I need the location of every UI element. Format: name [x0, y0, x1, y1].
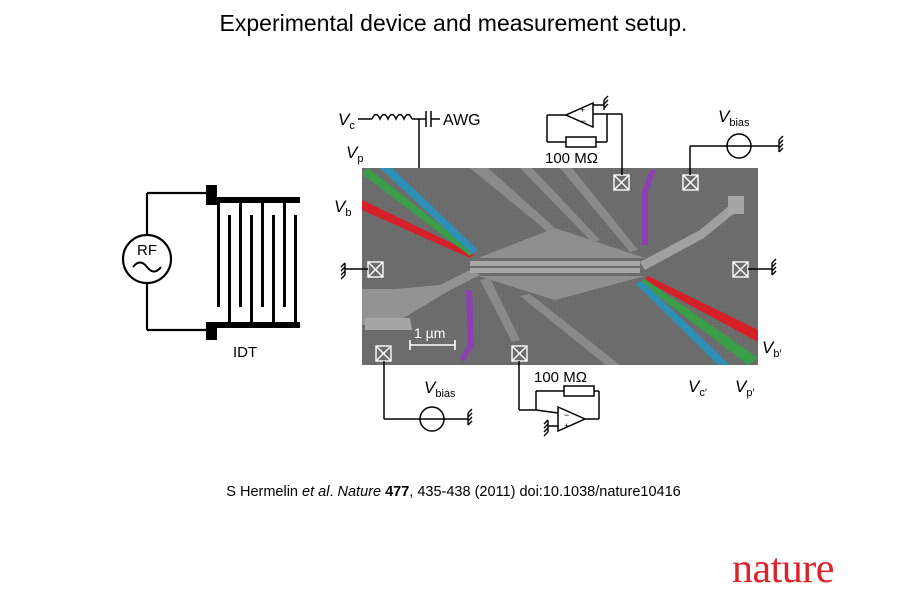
label-vp-prime: Vp′ [735, 377, 755, 399]
idt-electrodes [206, 185, 300, 340]
rf-idt-circuit [121, 191, 213, 332]
label-vbias-bottom: Vbias [424, 378, 456, 400]
svg-text:+: + [580, 105, 585, 115]
label-vbias-top: Vbias [718, 107, 750, 129]
wiring [345, 101, 779, 433]
label-vb: Vb [334, 197, 351, 219]
resistor-bottom-icon [563, 385, 595, 397]
rf-label: RF [137, 242, 157, 259]
svg-text:−: − [564, 410, 569, 420]
idt-label: IDT [233, 344, 257, 361]
label-vp: Vp [346, 143, 363, 165]
rf-source-icon [121, 233, 173, 285]
citation: S Hermelin et al. Nature 477, 435-438 (2… [226, 484, 681, 500]
resistor-top-label: 100 MΩ [545, 150, 598, 167]
amplifier-bottom-icon [557, 405, 587, 433]
resistor-top-icon [565, 136, 597, 148]
scale-bar-label: 1 µm [414, 325, 445, 341]
resistor-bottom-label: 100 MΩ [534, 369, 587, 386]
svg-text:+: + [564, 421, 569, 431]
inductor-icon [371, 113, 413, 121]
nature-logo[interactable]: nature [732, 546, 834, 592]
amplifier-top-icon [564, 101, 594, 129]
sem-image [362, 168, 758, 365]
figure-title: Experimental device and measurement setu… [219, 10, 688, 36]
label-vc-prime: Vc′ [688, 377, 707, 399]
label-vc: Vc [338, 110, 355, 132]
ground-icons [340, 95, 784, 437]
svg-text:−: − [581, 116, 586, 126]
label-vb-prime: Vb′ [762, 338, 782, 360]
awg-label: AWG [443, 112, 481, 129]
